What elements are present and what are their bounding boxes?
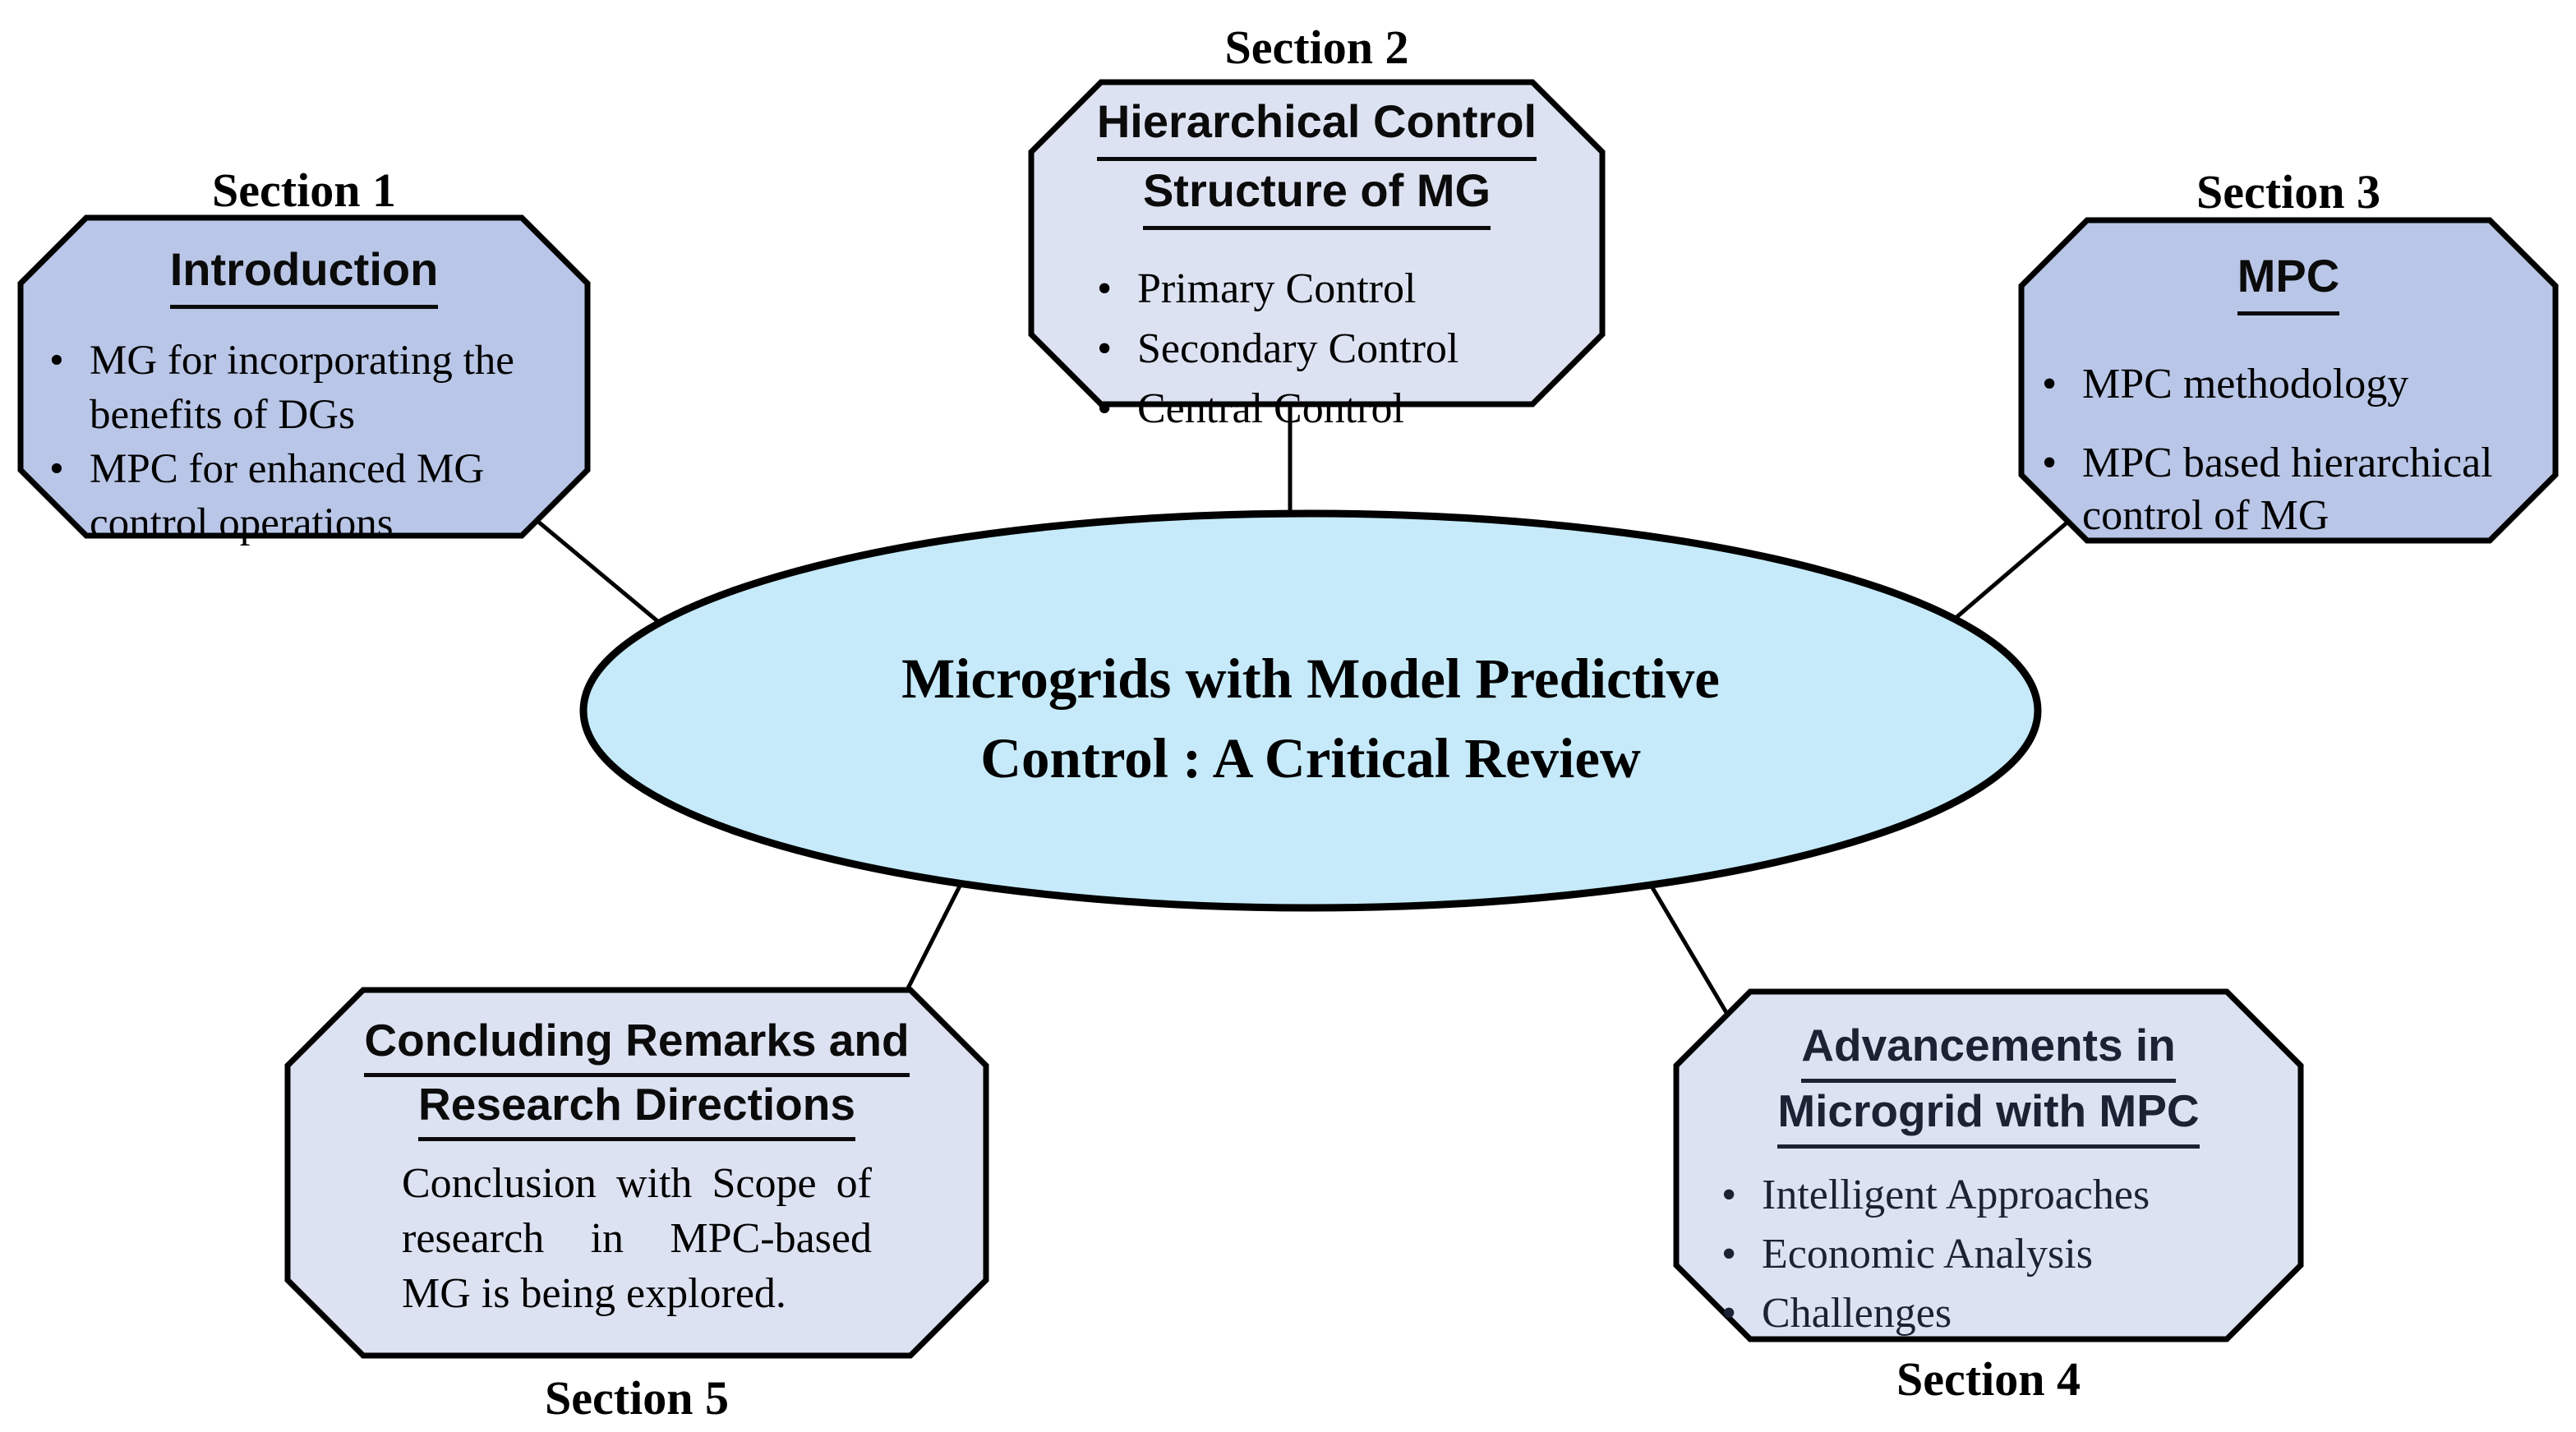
section1-bullet-list: • MG for incorporating the benefits of D…: [49, 334, 578, 550]
central-title-line1: Microgrids with Model Predictive: [901, 647, 1720, 710]
bullet-icon: •: [1097, 325, 1113, 372]
list-item: • Economic Analysis: [1721, 1229, 2289, 1280]
list-item: • Primary Control: [1097, 263, 1586, 315]
section4-box-shape: [1673, 988, 2304, 1342]
list-item: • Challenges: [1721, 1288, 2289, 1339]
bullet-text: MPC methodology: [2082, 361, 2409, 407]
section3-heading: MPC: [2021, 246, 2555, 315]
section3-box-shape: [2018, 217, 2559, 544]
bullet-icon: •: [1721, 1231, 1737, 1278]
section5-body-text: Conclusion with Scope of research in MPC…: [402, 1160, 872, 1317]
section2-box: Hierarchical Control Structure of MG • P…: [1031, 92, 1602, 435]
central-topic-title: Microgrids with Model Predictive Control…: [694, 639, 1927, 799]
bullet-text: MG for incorporating the benefits of DGs: [90, 338, 514, 438]
section1-box-shape: [17, 214, 591, 539]
section3-heading-text: MPC: [2237, 246, 2340, 315]
section1-heading: Introduction: [21, 240, 588, 309]
section4-bullet-list: • Intelligent Approaches • Economic Anal…: [1721, 1170, 2289, 1339]
section3-bullet-list: • MPC methodology • MPC based hierarchic…: [2042, 358, 2549, 542]
section5-label: Section 5: [545, 1371, 729, 1425]
central-title-line2: Control : A Critical Review: [980, 727, 1641, 790]
list-item: • MPC based hierarchical control of MG: [2042, 437, 2549, 542]
section5-heading-line2: Research Directions: [418, 1077, 855, 1141]
bullet-text: Secondary Control: [1137, 325, 1459, 372]
section2-heading: Structure of MG: [1031, 161, 1602, 230]
section1-heading-text: Introduction: [169, 240, 439, 309]
section4-heading-line1: Advancements in: [1801, 1017, 2176, 1083]
central-topic-ellipse: [579, 509, 2042, 912]
bullet-text: Central Control: [1137, 385, 1404, 432]
bullet-text: Challenges: [1762, 1290, 1952, 1337]
section2-heading: Hierarchical Control: [1031, 92, 1602, 161]
bullet-text: MPC for enhanced MG control operations: [90, 446, 485, 546]
bullet-icon: •: [2042, 361, 2058, 407]
section1-label: Section 1: [212, 163, 396, 217]
bullet-text: MPC based hierarchical control of MG: [2082, 440, 2493, 539]
section5-heading: Concluding Remarks and: [288, 1013, 986, 1077]
section4-heading: Microgrid with MPC: [1676, 1083, 2301, 1149]
bullet-text: Intelligent Approaches: [1762, 1172, 2150, 1218]
bullet-icon: •: [1721, 1290, 1737, 1337]
section4-heading: Advancements in: [1676, 1017, 2301, 1083]
section5-heading: Research Directions: [288, 1077, 986, 1141]
section5-box: Concluding Remarks and Research Directio…: [288, 1013, 986, 1321]
list-item: • MPC for enhanced MG control operations: [49, 442, 578, 550]
section2-heading-line1: Hierarchical Control: [1096, 92, 1537, 161]
section4-label: Section 4: [1896, 1352, 2081, 1406]
section5-box-shape: [284, 987, 989, 1359]
section3-box: MPC • MPC methodology • MPC based hierar…: [2021, 246, 2555, 542]
connector-section4-line: [1633, 857, 1746, 1043]
list-item: • MPC methodology: [2042, 358, 2549, 411]
section4-heading-line2: Microgrid with MPC: [1777, 1083, 2200, 1149]
bullet-text: Economic Analysis: [1762, 1231, 2093, 1278]
section3-label: Section 3: [2196, 165, 2380, 219]
bullet-icon: •: [1097, 385, 1113, 432]
list-item: • Intelligent Approaches: [1721, 1170, 2289, 1221]
bullet-icon: •: [1097, 265, 1113, 312]
list-item: • Secondary Control: [1097, 323, 1586, 375]
bullet-icon: •: [1721, 1172, 1737, 1218]
section2-label: Section 2: [1224, 21, 1409, 74]
section4-box: Advancements in Microgrid with MPC • Int…: [1676, 1017, 2301, 1339]
section2-box-shape: [1028, 79, 1606, 407]
section2-heading-line2: Structure of MG: [1142, 161, 1491, 230]
list-item: • Central Control: [1097, 383, 1586, 435]
bullet-text: Primary Control: [1137, 265, 1417, 312]
bullet-icon: •: [2042, 440, 2058, 486]
section1-box: Introduction • MG for incorporating the …: [21, 240, 588, 550]
section5-heading-line1: Concluding Remarks and: [364, 1013, 910, 1077]
bullet-icon: •: [49, 446, 64, 492]
section2-bullet-list: • Primary Control • Secondary Control • …: [1097, 263, 1586, 435]
bullet-icon: •: [49, 338, 64, 384]
list-item: • MG for incorporating the benefits of D…: [49, 334, 578, 442]
